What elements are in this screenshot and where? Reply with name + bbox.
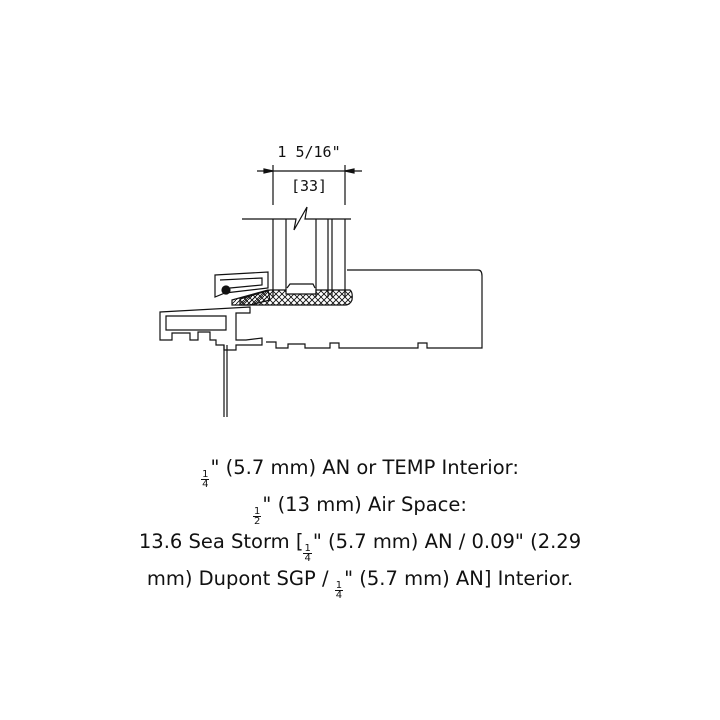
sill-extrusion	[159, 306, 263, 351]
dimension-metric: [33]	[291, 177, 327, 195]
dimension-line	[257, 165, 362, 205]
shim	[231, 289, 271, 306]
caption-text: mm) Dupont SGP /	[146, 567, 335, 590]
fraction-numerator: 1	[334, 580, 344, 591]
caption-text: " (5.7 mm) AN / 0.09" (2.29	[312, 530, 582, 553]
dimension-imperial: 1 5/16"	[277, 143, 340, 161]
fraction-numerator: 1	[253, 506, 262, 517]
caption-text: " (5.7 mm) AN or TEMP Interior:	[210, 456, 519, 479]
glazing-stop	[214, 271, 269, 298]
fraction-denominator: 4	[335, 590, 343, 601]
caption-text: 13.6 Sea Storm [	[138, 530, 304, 553]
fraction-numerator: 1	[303, 543, 312, 554]
fraction-denominator: 4	[202, 479, 209, 490]
vertical-fin	[223, 345, 228, 417]
caption-text: " (13 mm) Air Space:	[262, 493, 467, 516]
glass-lites	[272, 219, 346, 297]
break-line	[242, 206, 351, 231]
caption-text: " (5.7 mm) AN] Interior.	[344, 567, 574, 590]
frame-profile	[266, 269, 483, 349]
fraction-denominator: 2	[254, 516, 261, 527]
fraction-numerator: 1	[201, 469, 210, 480]
fraction-denominator: 4	[304, 553, 311, 564]
